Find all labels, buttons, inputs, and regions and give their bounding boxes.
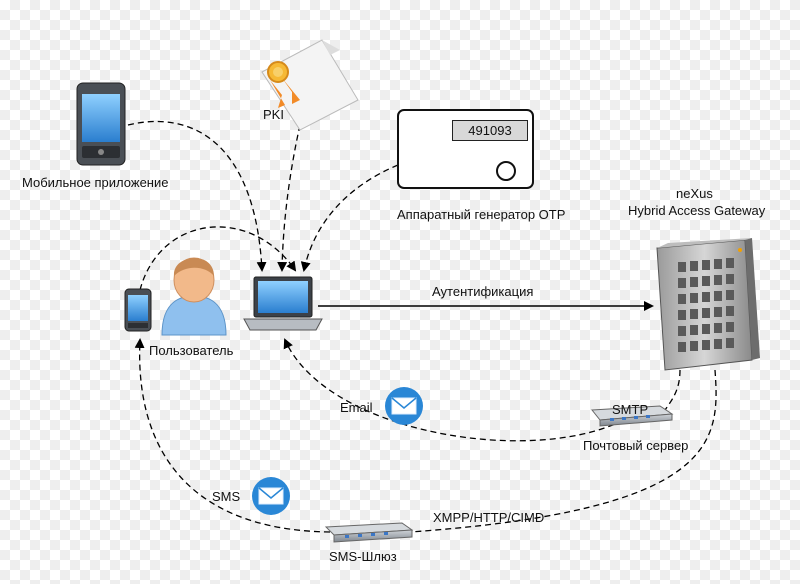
otp-code-display: 491093 <box>452 120 528 141</box>
sms-gateway-switch-icon <box>324 522 414 543</box>
server-tower-icon <box>656 238 760 371</box>
sms-envelope-icon <box>252 477 290 515</box>
laptop-icon <box>243 276 323 331</box>
connection-lines <box>127 120 717 533</box>
user-avatar-icon <box>161 257 227 336</box>
sms-gateway-label: SMS-Шлюз <box>329 549 397 564</box>
user-label: Пользователь <box>149 343 234 358</box>
email-envelope-icon <box>385 387 423 425</box>
mail-server-switch-icon <box>591 405 674 427</box>
small-smartphone-icon <box>124 288 152 332</box>
sms-label: SMS <box>212 489 241 504</box>
mobile-app-label: Мобильное приложение <box>22 175 169 190</box>
gateway-name-label: neXus <box>676 186 713 201</box>
email-label: Email <box>340 400 373 415</box>
certificate-icon <box>261 39 359 131</box>
otp-generator-label: Аппаратный генератор OTP <box>397 207 566 222</box>
authentication-label: Аутентификация <box>432 284 534 299</box>
mail-server-label: Почтовый сервер <box>583 438 689 453</box>
pki-label: PKI <box>263 107 284 122</box>
smtp-label: SMTP <box>612 402 649 417</box>
gateway-subtitle-label: Hybrid Access Gateway <box>628 203 766 218</box>
protocols-label: XMPP/HTTP/CIMD <box>433 510 545 525</box>
smartphone-icon <box>76 82 126 166</box>
